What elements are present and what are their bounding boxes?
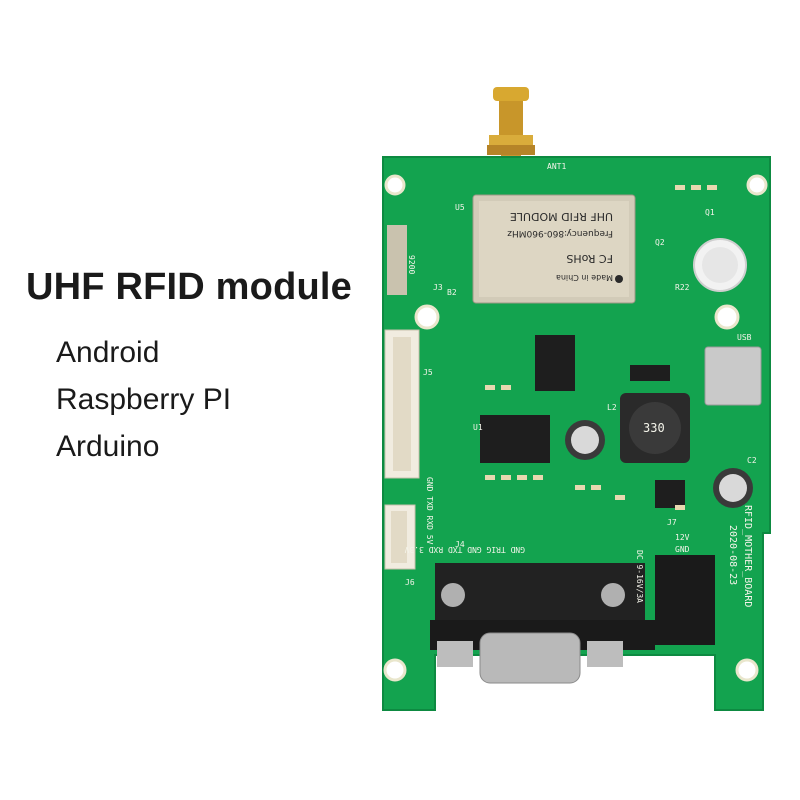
label-j3: J3: [433, 283, 443, 292]
uhf-rfid-module: Made in China FC RoHS Frequency:860-960M…: [472, 194, 636, 304]
power-spec: DC 9-16V/3A: [635, 550, 644, 603]
board-date: 2020-08-23: [727, 525, 738, 585]
label-q2: Q2: [655, 238, 665, 247]
label-j7: J7: [667, 518, 677, 527]
dc-power-jack: [655, 555, 715, 645]
label-q1: Q1: [705, 208, 715, 217]
label-usb: USB: [737, 333, 752, 342]
platform-android: Android: [56, 336, 160, 369]
pcb-photo: Made in China FC RoHS Frequency:860-960M…: [375, 85, 775, 785]
label-l2: L2: [607, 403, 617, 412]
module-text-certifications: FC RoHS: [566, 252, 613, 265]
platform-arduino: Arduino: [56, 430, 160, 463]
smd-components: [485, 185, 717, 510]
label-9200: 9200: [407, 255, 416, 274]
header-left-pins: GND TXD RXD 5V: [425, 477, 434, 545]
inductor-330: 330: [620, 393, 690, 463]
pin-12v: 12V: [675, 533, 690, 542]
platform-list: Android Raspberry PI Arduino: [56, 334, 231, 475]
usb-connector: [704, 346, 762, 406]
mounting-holes: [383, 174, 768, 682]
label-u5: U5: [455, 203, 465, 212]
silkscreen-labels: RFID_MOTHER_BOARD 2020-08-23 DC 9-16V/3A…: [404, 162, 756, 607]
connector-j5: [384, 329, 420, 479]
pcb-illustration: Made in China FC RoHS Frequency:860-960M…: [382, 87, 771, 711]
headline: UHF RFID module: [26, 266, 352, 308]
pin-gnd: GND: [675, 545, 690, 554]
platform-raspberry-pi: Raspberry PI: [56, 383, 232, 416]
electrolytic-capacitor-2: [713, 468, 753, 508]
label-j5: J5: [423, 368, 433, 377]
label-j4: J4: [455, 540, 465, 549]
label-j6: J6: [405, 578, 415, 587]
module-text-name: UHF RFID MODULE: [510, 210, 613, 223]
module-text-made-in: Made in China: [556, 273, 613, 282]
db9-connector: [430, 563, 655, 684]
module-text-frequency: Frequency:860-960MHz: [507, 228, 613, 238]
label-b2-left: B2: [447, 288, 457, 297]
ic-u5: [535, 335, 575, 391]
label-ant1: ANT1: [547, 162, 566, 171]
board-name: RFID_MOTHER_BOARD: [742, 505, 753, 607]
inductor-label: 330: [643, 421, 665, 435]
header-j4-pins: GND TRIG GND TXD RXD 3.3V: [404, 545, 525, 554]
ic-u1: [480, 415, 550, 463]
label-r22: R22: [675, 283, 690, 292]
electrolytic-capacitor-1: [565, 420, 605, 460]
connector-j3: [387, 225, 407, 295]
ic-regulator: [655, 480, 685, 508]
connector-j6: [384, 504, 416, 570]
label-c2: C2: [747, 456, 757, 465]
label-u1: U1: [473, 423, 483, 432]
ic-small: [630, 365, 670, 381]
buzzer: [693, 238, 747, 292]
